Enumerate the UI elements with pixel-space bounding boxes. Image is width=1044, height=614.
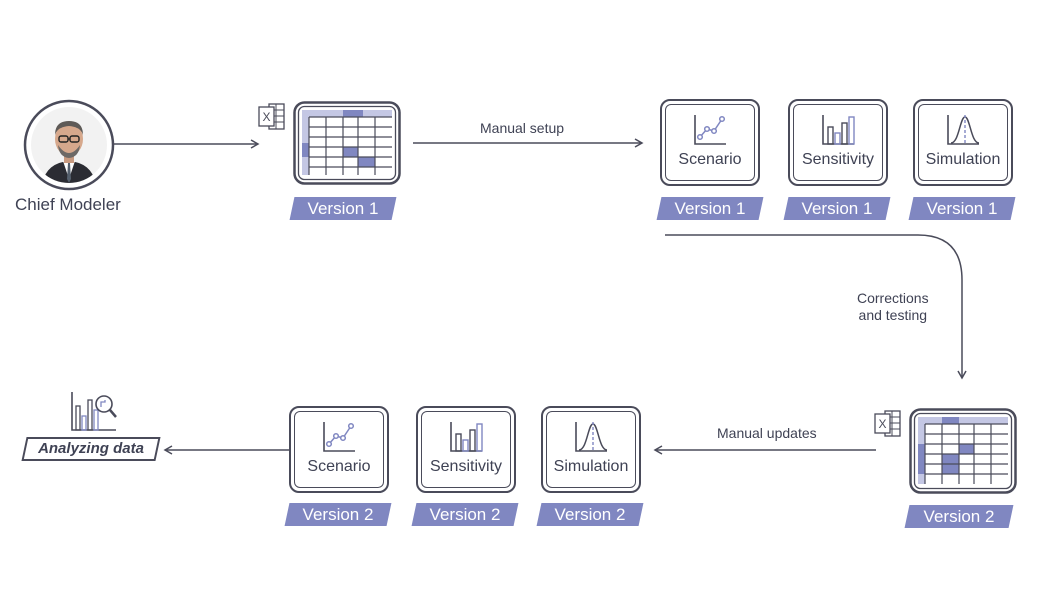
corrections-label: Corrections and testing	[857, 290, 929, 323]
svg-text:X: X	[878, 417, 886, 431]
analyzing-data-label: Analyzing data	[21, 437, 161, 461]
line-chart-icon	[692, 113, 728, 152]
spreadsheet-v1-badge: Version 1	[289, 197, 397, 220]
card-v2-simulation: Simulation	[541, 406, 641, 493]
card-title: Sensitivity	[801, 151, 875, 168]
bell-curve-icon	[573, 420, 609, 459]
bar-chart-icon	[448, 420, 484, 459]
excel-icon: X	[258, 103, 286, 131]
spreadsheet-v1	[293, 101, 401, 185]
manual-setup-label: Manual setup	[480, 120, 565, 136]
card-v2-simulation-badge: Version 2	[536, 503, 644, 526]
bar-chart-icon	[820, 113, 856, 152]
card-title: Scenario	[678, 151, 742, 168]
chart-magnifier-icon	[70, 390, 120, 432]
card-v2-sensitivity: Sensitivity	[416, 406, 516, 493]
card-v1-simulation-badge: Version 1	[908, 197, 1016, 220]
line-chart-icon	[321, 420, 357, 459]
spreadsheet-v2	[909, 408, 1017, 494]
bell-curve-icon	[945, 113, 981, 152]
card-v2-scenario-badge: Version 2	[284, 503, 392, 526]
card-title: Scenario	[307, 458, 371, 475]
card-title: Simulation	[925, 151, 1001, 168]
card-v2-scenario: Scenario	[289, 406, 389, 493]
arrow-corrections	[665, 234, 967, 380]
manual-updates-label: Manual updates	[717, 425, 817, 441]
excel-icon: X	[874, 410, 902, 438]
card-v1-scenario: Scenario	[660, 99, 760, 186]
card-v1-scenario-badge: Version 1	[656, 197, 764, 220]
card-v1-sensitivity-badge: Version 1	[783, 197, 891, 220]
spreadsheet-v2-badge: Version 2	[904, 505, 1014, 528]
person-name: Chief Modeler	[15, 195, 121, 214]
card-v2-sensitivity-badge: Version 2	[411, 503, 519, 526]
card-v1-sensitivity: Sensitivity	[788, 99, 888, 186]
card-v1-simulation: Simulation	[913, 99, 1013, 186]
card-title: Simulation	[553, 458, 629, 475]
avatar	[23, 99, 115, 191]
svg-text:X: X	[262, 110, 270, 124]
card-title: Sensitivity	[429, 458, 503, 475]
